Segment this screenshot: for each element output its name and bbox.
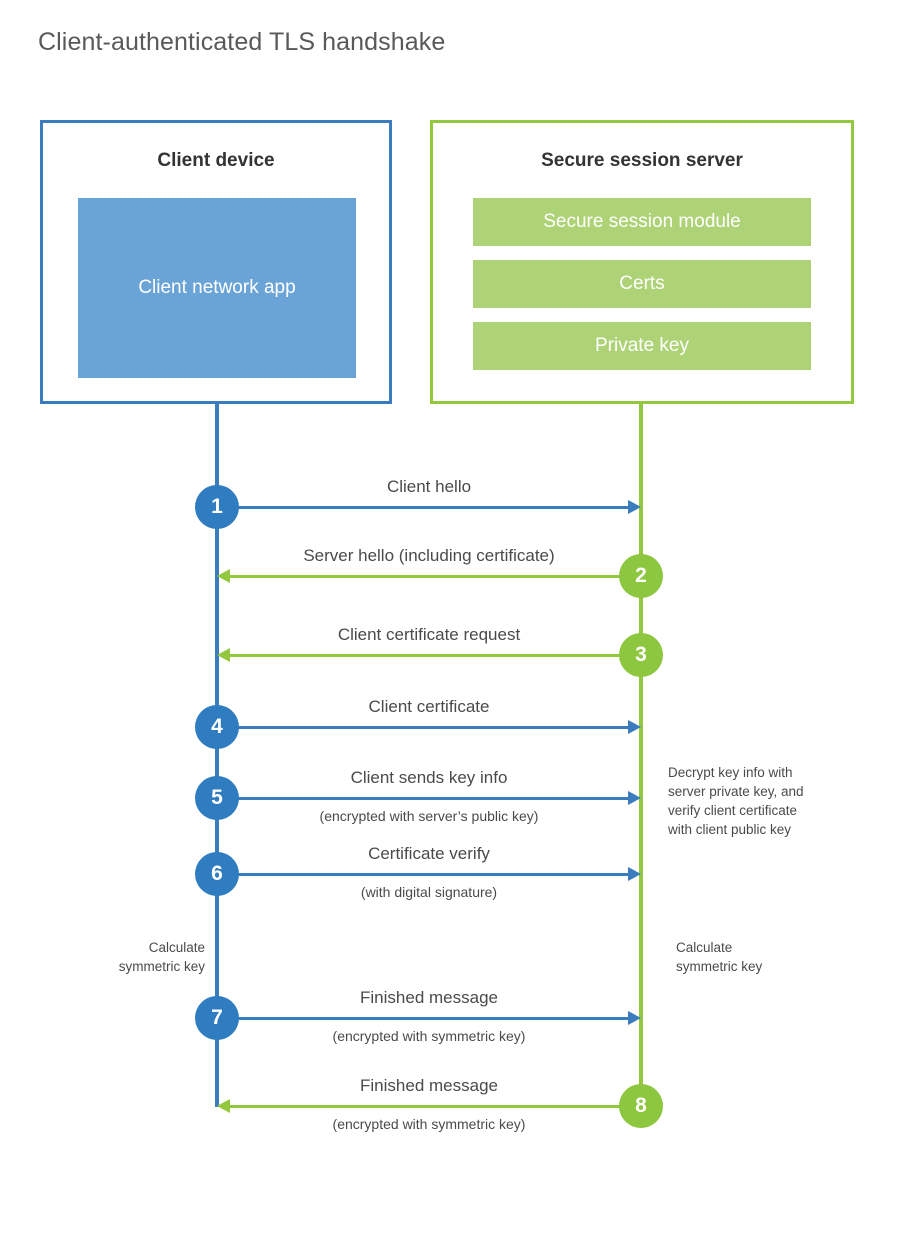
message-sublabel-8: (encrypted with symmetric key) (332, 1116, 526, 1132)
message-line-6 (217, 873, 628, 876)
message-label-5: Client sends key info (350, 768, 508, 787)
message-line-2 (230, 575, 641, 578)
step-badge-2[interactable]: 2 (619, 554, 663, 598)
message-line-4 (217, 726, 628, 729)
server-calc-note-line-2: symmetric key (676, 959, 763, 975)
server-decrypt-note-line-2: server private key, and (668, 784, 804, 800)
message-line-1 (217, 506, 628, 509)
server-decrypt-note-line-3: verify client certificate (668, 803, 798, 819)
client-calculate-symmetric-key-note: Calculate symmetric key (20, 938, 205, 976)
secure-session-server-title: Secure session server (541, 150, 743, 171)
arrow-head-left-icon (217, 648, 230, 662)
arrow-head-left-icon (217, 1099, 230, 1113)
server-component-secure-session-module: Secure session module (473, 198, 811, 246)
message-sublabel-5: (encrypted with server’s public key) (319, 808, 539, 824)
client-network-app: Client network app (78, 198, 356, 378)
message-label-1: Client hello (386, 477, 472, 496)
message-label-3: Client certificate request (337, 625, 521, 644)
secure-session-server-box: Secure session server Secure session mod… (430, 120, 854, 404)
step-badge-7[interactable]: 7 (195, 996, 239, 1040)
client-device-title: Client device (157, 150, 275, 171)
arrow-head-right-icon (628, 1011, 641, 1025)
message-label-2: Server hello (including certificate) (303, 546, 555, 565)
arrow-head-right-icon (628, 791, 641, 805)
step-badge-6[interactable]: 6 (195, 852, 239, 896)
server-decrypt-note-line-1: Decrypt key info with (668, 765, 793, 780)
arrow-head-left-icon (217, 569, 230, 583)
server-calculate-symmetric-key-note: Calculate symmetric key (676, 938, 866, 976)
message-line-3 (230, 654, 641, 657)
client-calc-note-line-1: Calculate (148, 940, 205, 955)
message-label-4: Client certificate (368, 697, 490, 716)
server-component-certs: Certs (473, 260, 811, 308)
message-label-7: Finished message (360, 988, 498, 1007)
step-badge-8[interactable]: 8 (619, 1084, 663, 1128)
message-line-5 (217, 797, 628, 800)
message-line-7 (217, 1017, 628, 1020)
server-decrypt-note-line-4: with client public key (668, 822, 792, 838)
server-decrypt-note: Decrypt key info with server private key… (668, 763, 858, 840)
server-component-private-key: Private key (473, 322, 811, 370)
client-device-box: Client device Client network app (40, 120, 392, 404)
message-sublabel-7: (encrypted with symmetric key) (332, 1028, 526, 1044)
arrow-head-right-icon (628, 720, 641, 734)
message-line-8 (230, 1105, 641, 1108)
client-calc-note-line-2: symmetric key (118, 959, 205, 975)
arrow-head-right-icon (628, 867, 641, 881)
step-badge-4[interactable]: 4 (195, 705, 239, 749)
step-badge-3[interactable]: 3 (619, 633, 663, 677)
server-calc-note-line-1: Calculate (676, 940, 733, 955)
step-badge-5[interactable]: 5 (195, 776, 239, 820)
server-lifeline (639, 404, 643, 1107)
message-label-8: Finished message (360, 1076, 498, 1095)
server-components-list: Secure session module Certs Private key (473, 198, 811, 384)
step-badge-1[interactable]: 1 (195, 485, 239, 529)
message-sublabel-6: (with digital signature) (360, 884, 498, 900)
message-label-6: Certificate verify (368, 844, 490, 863)
page-title: Client-authenticated TLS handshake (38, 28, 446, 56)
arrow-head-right-icon (628, 500, 641, 514)
client-lifeline (215, 404, 219, 1107)
